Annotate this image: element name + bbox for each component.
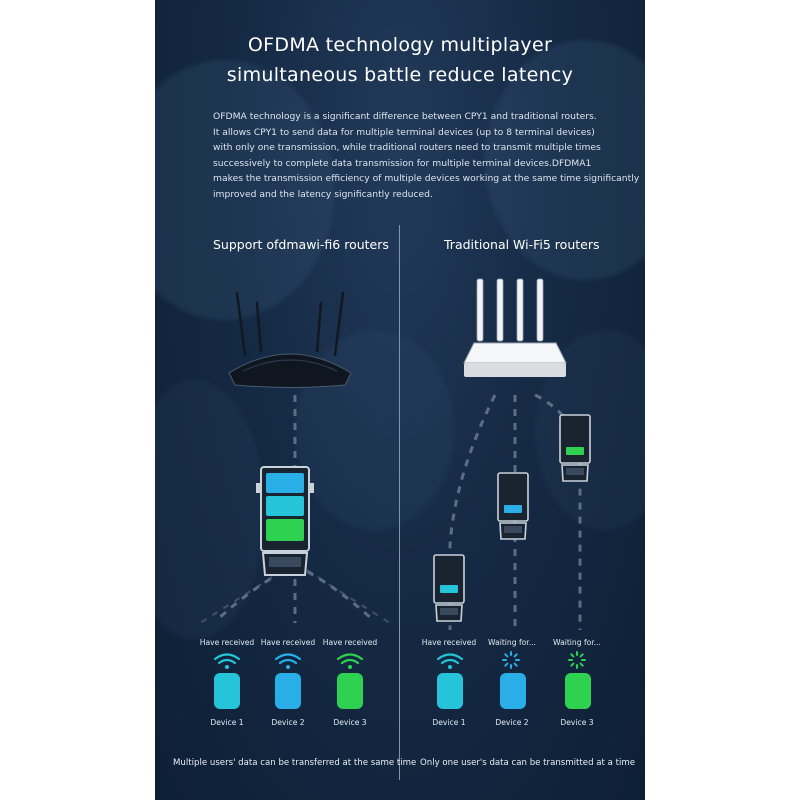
intro-paragraph: OFDMA technology is a significant differ…: [213, 109, 640, 203]
loading-spinner-icon: [502, 651, 520, 669]
intro-line: OFDMA technology is a significant differ…: [213, 111, 597, 122]
left-column-title: Support ofdmawi-fi6 routers: [213, 237, 389, 252]
wifi-icon: [213, 653, 241, 669]
router-icon: [463, 278, 567, 377]
status-label: Waiting for...: [488, 638, 536, 647]
status-label: Have received: [260, 638, 316, 647]
truck-icon: [497, 472, 529, 540]
intro-line: improved and the latency significantly r…: [213, 188, 433, 200]
status-label: Have received: [322, 638, 378, 647]
ofdma-promo-panel: OFDMA technology multiplayer simultaneou…: [155, 0, 645, 800]
status-label: Waiting for...: [553, 638, 601, 647]
status-label: Have received: [421, 638, 477, 647]
intro-line: makes the transmission efficiency of mul…: [213, 173, 640, 185]
phone-icon: [437, 673, 463, 709]
intro-line: with only one transmission, while tradit…: [213, 142, 601, 154]
phone-icon: [214, 673, 240, 709]
phone-icon: [337, 673, 363, 709]
right-column-title: Traditional Wi-Fi5 routers: [444, 237, 600, 252]
intro-line: successively to complete data transmissi…: [213, 157, 592, 169]
background-figure: [155, 60, 335, 320]
headline-line-1: OFDMA technology multiplayer: [247, 34, 553, 56]
background-figure: [485, 40, 645, 280]
router-icon: [228, 291, 352, 388]
loading-spinner-icon: [568, 651, 586, 669]
wifi-icon: [274, 653, 302, 669]
phone-icon: [500, 673, 526, 709]
left-footnote: Multiple users' data can be transferred …: [173, 758, 417, 768]
device-label: Device 1: [432, 718, 466, 727]
device-label: Device 3: [560, 718, 594, 727]
headline-line-2: simultaneous battle reduce latency: [226, 64, 574, 86]
phone-icon: [565, 673, 591, 709]
column-divider: [399, 225, 400, 780]
device-label: Device 1: [210, 718, 244, 727]
wifi-icon: [436, 653, 464, 669]
right-footnote: Only one user's data can be transmitted …: [420, 758, 636, 768]
truck-icon: [433, 554, 465, 622]
truck-icon: [559, 414, 591, 482]
device-label: Device 2: [271, 718, 305, 727]
device-label: Device 3: [333, 718, 367, 727]
wifi-icon: [336, 653, 364, 669]
lane-paths: [199, 395, 391, 624]
intro-line: It allows CPY1 to send data for multiple…: [213, 126, 595, 138]
phone-icon: [275, 673, 301, 709]
status-label: Have received: [199, 638, 255, 647]
device-label: Device 2: [495, 718, 529, 727]
truck-icon: [256, 466, 314, 576]
